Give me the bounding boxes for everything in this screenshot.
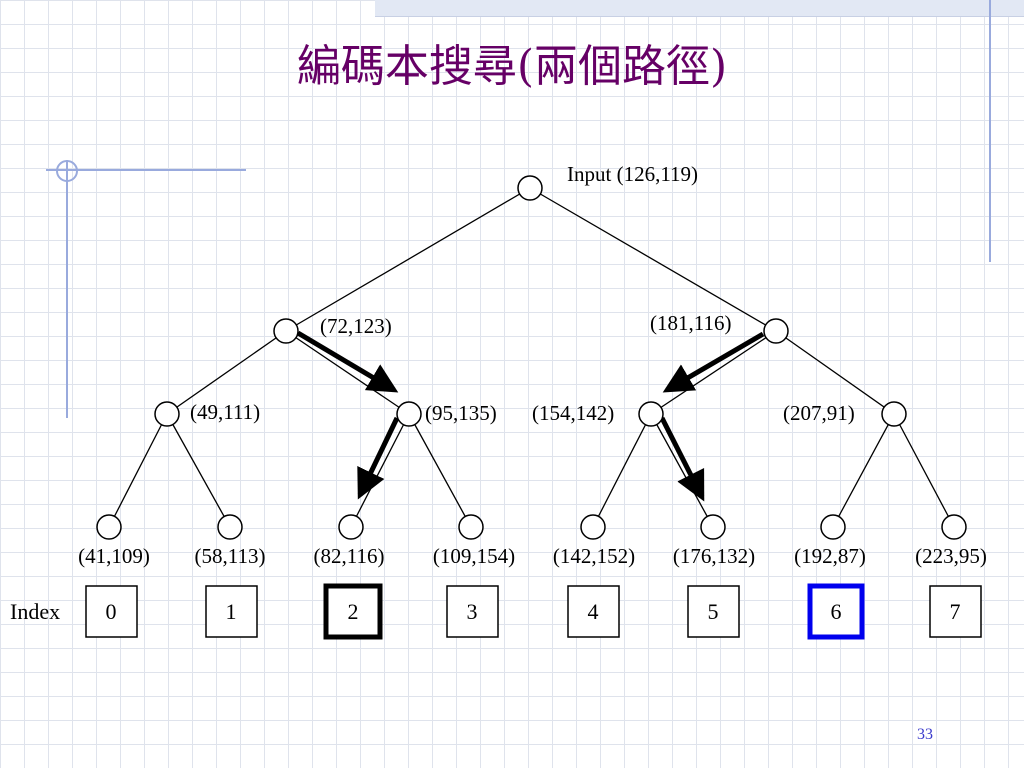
leaf-node-4	[580, 514, 606, 540]
node-l2-1	[396, 401, 422, 427]
index-value-6: 6	[831, 599, 842, 624]
index-box-6-highlighted	[807, 583, 865, 640]
node-l2-2	[638, 401, 664, 427]
index-boxes	[85, 583, 982, 640]
tree-edges	[108, 187, 955, 528]
leaf-node-7	[941, 514, 967, 540]
index-value-1: 1	[226, 599, 237, 624]
leaf-label-5: (176,132)	[673, 544, 755, 568]
right-vertical-line	[989, 0, 991, 262]
arrow-l1b-to-l2c	[662, 331, 765, 393]
node-l1-0	[273, 318, 299, 344]
edge-root-l1b	[529, 187, 777, 332]
leaf-label-7: (223,95)	[915, 544, 987, 568]
node-l2-label-3: (207,91)	[783, 401, 855, 425]
index-box-4	[567, 585, 620, 638]
leaf-node-0	[96, 514, 122, 540]
index-box-2-highlighted	[323, 583, 383, 640]
leaf-label-4: (142,152)	[553, 544, 635, 568]
leaf-label-3: (109,154)	[433, 544, 515, 568]
index-box-5	[687, 585, 740, 638]
index-box-0	[85, 585, 138, 638]
leaf-node-5	[700, 514, 726, 540]
index-value-0: 0	[106, 599, 117, 624]
page-number: 33	[917, 726, 933, 743]
edge-l2a-leaf1	[166, 413, 231, 528]
edge-l2c-leaf5	[650, 413, 714, 528]
arrow-l2b-to-leaf2	[357, 416, 400, 500]
index-box-1	[205, 585, 258, 638]
node-l2-3	[881, 401, 907, 427]
edge-l1b-l2d	[775, 330, 895, 415]
edge-l2d-leaf6	[832, 413, 895, 528]
edge-l2b-leaf2	[350, 413, 410, 528]
arrow-l1a-to-l2b	[296, 330, 399, 393]
leaf-label-1: (58,113)	[195, 544, 266, 568]
node-l2-label-2: (154,142)	[532, 401, 614, 425]
tree-nodes	[96, 175, 967, 540]
root-node	[517, 175, 543, 201]
top-right-bar	[375, 0, 1024, 17]
index-value-2: 2	[348, 599, 359, 624]
edge-l1b-l2c	[650, 330, 777, 415]
node-l2-label-1: (95,135)	[425, 401, 497, 425]
index-box-3	[446, 585, 499, 638]
index-value-4: 4	[588, 599, 599, 624]
node-l2-0	[154, 401, 180, 427]
node-l1-1	[763, 318, 789, 344]
node-l1-label-0: (72,123)	[320, 314, 392, 338]
index-value-5: 5	[708, 599, 719, 624]
leaf-node-3	[458, 514, 484, 540]
edge-l1a-l2a	[166, 330, 287, 415]
leaf-label-0: (41,109)	[78, 544, 150, 568]
edge-l2c-leaf4	[592, 413, 652, 528]
index-box-7	[929, 585, 982, 638]
node-l1-label-1: (181,116)	[650, 311, 731, 335]
index-value-7: 7	[950, 599, 961, 624]
slide-title: 編碼本搜尋(兩個路徑)	[296, 41, 728, 92]
edge-l2a-leaf0	[108, 413, 168, 528]
leaf-node-2	[338, 514, 364, 540]
crosshair-circle	[56, 160, 78, 182]
node-l2-label-0: (49,111)	[190, 400, 260, 424]
leaf-label-2: (82,116)	[314, 544, 385, 568]
index-label: Index	[10, 599, 60, 624]
leaf-node-6	[820, 514, 846, 540]
edge-l2b-leaf3	[408, 413, 472, 528]
edge-l1a-l2b	[285, 330, 410, 415]
edge-root-l1a	[285, 187, 531, 332]
arrow-l2c-to-leaf5	[659, 416, 705, 502]
index-value-3: 3	[467, 599, 478, 624]
leaf-label-6: (192,87)	[794, 544, 866, 568]
root-label: Input (126,119)	[567, 162, 698, 186]
left-vertical-line	[66, 160, 68, 418]
search-path-arrows	[296, 330, 765, 502]
edge-l2d-leaf7	[893, 413, 955, 528]
left-horizontal-line	[46, 169, 246, 171]
leaf-node-1	[217, 514, 243, 540]
